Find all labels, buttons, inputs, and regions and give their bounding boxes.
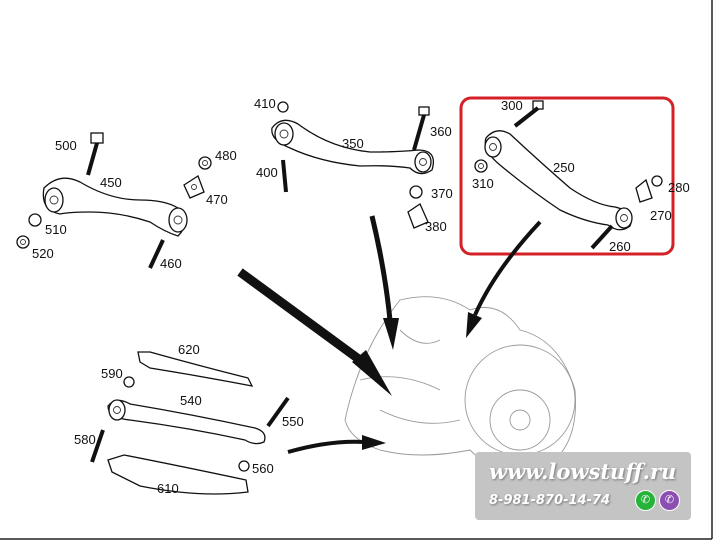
nut-590 <box>123 376 135 388</box>
watermark-phone: 8-981-870-14-74 <box>489 493 611 508</box>
bolt-460 <box>148 239 165 269</box>
label-500: 500 <box>55 138 77 153</box>
pointer-arrows <box>237 215 542 454</box>
label-510: 510 <box>45 222 67 237</box>
whatsapp-icon[interactable]: ✆ <box>635 490 656 511</box>
nut-560 <box>238 460 250 472</box>
highlight-box <box>459 96 675 256</box>
label-280: 280 <box>668 180 690 195</box>
control-arm-450 <box>42 177 188 237</box>
washer-470 <box>183 175 205 199</box>
bolt-300 <box>513 100 544 128</box>
label-310: 310 <box>472 176 494 191</box>
bolt-360 <box>412 106 430 151</box>
label-370: 370 <box>431 186 453 201</box>
bolt-260 <box>590 224 614 250</box>
label-350: 350 <box>342 136 364 151</box>
label-470: 470 <box>206 192 228 207</box>
label-300: 300 <box>501 98 523 113</box>
cover-620 <box>137 351 254 387</box>
label-540: 540 <box>180 393 202 408</box>
washer-510 <box>28 213 42 227</box>
cover-610 <box>107 454 249 495</box>
nut-520 <box>16 235 30 249</box>
label-550: 550 <box>282 414 304 429</box>
label-380: 380 <box>425 219 447 234</box>
bolt-580 <box>90 429 105 463</box>
bolt-550 <box>266 396 290 428</box>
nut-410 <box>277 101 289 113</box>
label-560: 560 <box>252 461 274 476</box>
control-arm-540 <box>107 399 266 445</box>
label-400: 400 <box>256 165 278 180</box>
washer-280 <box>651 175 663 187</box>
label-590: 590 <box>101 366 123 381</box>
label-250: 250 <box>553 160 575 175</box>
label-580: 580 <box>74 432 96 447</box>
washer-370 <box>409 185 423 199</box>
label-410: 410 <box>254 96 276 111</box>
label-480: 480 <box>215 148 237 163</box>
label-450: 450 <box>100 175 122 190</box>
label-610: 610 <box>157 481 179 496</box>
watermark-url[interactable]: www.lowstuff.ru <box>489 459 677 484</box>
control-arm-350 <box>271 119 435 175</box>
viber-icon[interactable]: ✆ <box>659 490 680 511</box>
label-520: 520 <box>32 246 54 261</box>
label-270: 270 <box>650 208 672 223</box>
bolt-500 <box>86 132 104 176</box>
washer-270 <box>635 178 653 203</box>
watermark-banner: www.lowstuff.ru 8-981-870-14-74 ✆ ✆ <box>475 452 691 520</box>
control-arm-250 <box>484 130 633 231</box>
washer-380 <box>407 203 429 229</box>
label-460: 460 <box>160 256 182 271</box>
label-620: 620 <box>178 342 200 357</box>
label-360: 360 <box>430 124 452 139</box>
bolt-400 <box>281 159 288 193</box>
nut-310 <box>474 159 488 173</box>
nut-480 <box>198 156 212 170</box>
label-260: 260 <box>609 239 631 254</box>
